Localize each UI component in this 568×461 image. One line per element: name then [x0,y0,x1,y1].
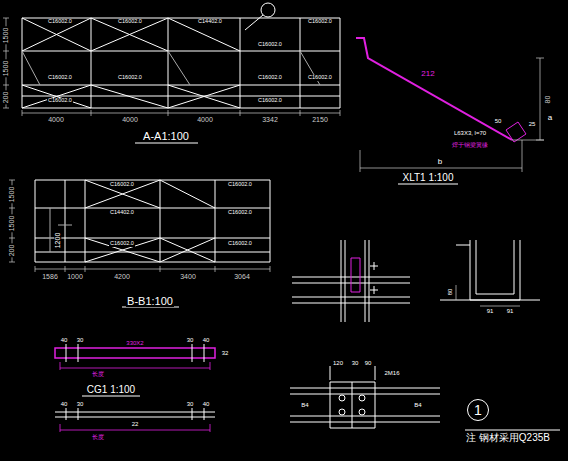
drawing-label: C14402.0 [109,210,135,216]
drawing-label: C16002.0 [227,241,253,247]
drawing-label: 4000 [196,116,214,123]
drawing-label: 2M16 [383,370,400,376]
marker-number: 1 [474,402,482,418]
drawing-label: 1500 [3,59,10,77]
drawing-label: 80 [447,288,453,297]
drawing-label: B4 [300,402,309,408]
drawing-label: L63X3, l=70 [453,130,487,136]
drawing-label: A-A1:100 [142,131,190,142]
drawing-label: C16002.0 [117,75,143,81]
drawing-label: 1500 [3,26,10,44]
drawing-label: b [437,158,443,166]
drawing-label: 长度 [91,371,105,377]
drawing-label: C16002.0 [307,75,333,81]
drawing-label: 1500 [8,214,15,232]
drawing-label: 212 [420,70,435,78]
drawing-label: 40 [202,337,211,343]
drawing-label: 330X2 [125,340,144,346]
elevation-a [3,3,340,143]
drawing-label: 50 [494,118,503,124]
drawing-label: C16002.0 [227,210,253,216]
drawing-label: 3342 [261,116,279,123]
elevation-b [9,180,270,307]
detail-marker: 1 [467,399,489,421]
drawing-label: C16002.0 [117,19,143,25]
connection-detail [292,240,410,322]
drawing-label: C16002.0 [227,182,253,188]
drawing-label: XLT1 1:100 [402,173,455,183]
drawing-label: 3400 [179,273,197,280]
drawing-label: C16002.0 [109,241,135,247]
drawing-label: C16002.0 [109,182,135,188]
drawing-label: 25 [528,121,537,127]
drawing-label: 30 [76,401,85,407]
drawing-label: CG1 1:100 [86,385,136,395]
drawing-label: 2150 [311,116,329,123]
drawing-label: a [547,114,553,122]
drawing-label: 91 [506,308,515,314]
drawing-label: 焊于钢梁翼缘 [451,142,489,148]
drawing-label: B4 [413,402,422,408]
drawing-label: 200 [3,90,10,104]
drawing-label: 120 [332,360,344,366]
drawing-label: 40 [202,401,211,407]
drawing-label: 40 [60,337,69,343]
xlt1-detail [356,38,544,184]
drawing-label: 3064 [233,273,251,280]
drawing-label: 22 [131,421,140,427]
drawing-label: C16002.0 [257,75,283,81]
splice-detail [290,366,440,428]
drawing-label: C16002.0 [257,42,283,48]
drawing-label: 1586 [41,273,59,280]
drawing-label: 80 [544,94,551,104]
drawing-label: C16002.0 [47,19,73,25]
drawing-label: 注 钢材采用Q235B [465,433,551,443]
drawing-label: 91 [486,308,495,314]
drawing-label: 200 [9,243,16,257]
drawing-label: 4200 [113,273,131,280]
drawing-label: C16002.0 [47,98,73,104]
drawing-label: C16002.0 [47,75,73,81]
drawing-label: 30 [186,337,195,343]
drawing-label: 长度 [91,434,105,440]
drawing-label: 4000 [47,116,65,123]
drawing-label: 4000 [121,116,139,123]
drawing-label: 1200 [54,231,61,249]
drawing-label: B-B1:100 [126,296,174,307]
drawing-label: 30 [186,401,195,407]
drawing-label: C14402.0 [197,19,223,25]
cg1-detail [55,344,560,432]
drawing-label: 90 [364,360,373,366]
drawing-label: 1000 [66,273,84,280]
drawing-label: C16002.0 [257,98,283,104]
drawing-label: 40 [60,401,69,407]
channel-detail [440,240,540,306]
drawing-label: 32 [221,350,230,356]
drawing-label: C16002.0 [307,19,333,25]
drawing-label: 1500 [8,185,15,203]
drawing-label: 30 [76,337,85,343]
drawing-label: 30 [351,360,360,366]
